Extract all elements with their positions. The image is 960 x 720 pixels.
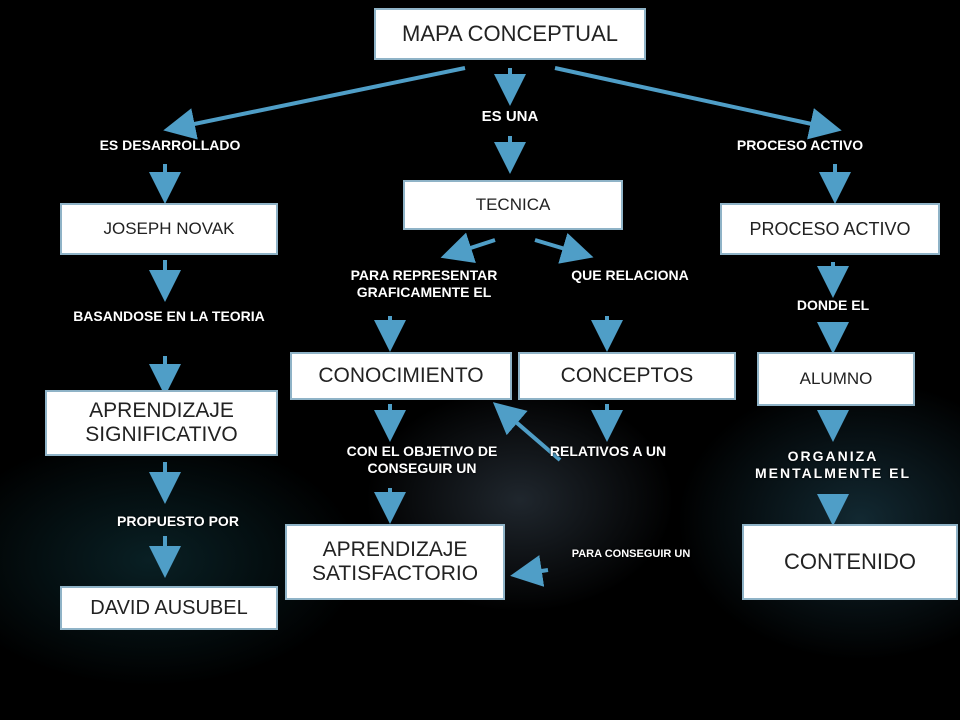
arrow-mapa-to-es-desarrollado [163,66,466,140]
label-relativos: RELATIVOS A UN [549,443,667,459]
box-contenido: CONTENIDO [742,524,958,600]
arrow-tecnica-to-para-representar [440,232,496,264]
box-joseph-novak: JOSEPH NOVAK [60,203,278,255]
arrow-para-conseguir-to-satisfactorio [510,555,549,587]
label-que-relaciona: QUE RELACIONA [571,267,689,283]
arrow-tecnica-to-que-relaciona [534,232,594,264]
box-david-ausubel: DAVID AUSUBEL [60,586,278,630]
box-conceptos: CONCEPTOS [518,352,736,400]
label-es-desarrollado: ES DESARROLLADO [99,137,241,153]
box-proceso-activo: PROCESO ACTIVO [720,203,940,255]
label-proceso-activo: PROCESO ACTIVO [736,137,864,153]
box-tecnica: TECNICA [403,180,623,230]
label-para-representar: PARA REPRESENTAR GRAFICAMENTE EL [350,267,498,300]
box-alumno: ALUMNO [757,352,915,406]
label-con-el-objetivo: CON EL OBJETIVO DE CONSEGUIR UN [346,443,498,476]
label-donde-el: DONDE EL [796,297,870,313]
arrow-mapa-to-proceso-activo [554,66,842,140]
arrow-relativos-to-conocimiento [492,402,562,462]
label-organiza: ORGANIZA MENTALMENTE EL [754,448,912,481]
box-mapa-conceptual: MAPA CONCEPTUAL [374,8,646,60]
label-propuesto-por: PROPUESTO POR [117,513,239,529]
label-es-una: ES UNA [481,108,539,125]
label-para-conseguir: PARA CONSEGUIR UN [571,548,691,560]
box-aprendizaje-satisfactorio: APRENDIZAJE SATISFACTORIO [285,524,505,600]
box-conocimiento: CONOCIMIENTO [290,352,512,400]
label-basandose: BASANDOSE EN LA TEORIA [73,308,265,324]
box-aprendizaje-significativo: APRENDIZAJE SIGNIFICATIVO [45,390,278,456]
